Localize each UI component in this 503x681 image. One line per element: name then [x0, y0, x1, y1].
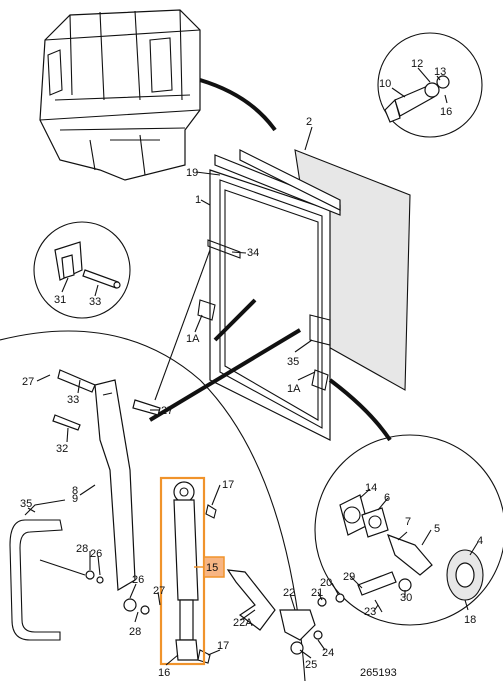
callout-17-top: 17: [222, 479, 234, 491]
callout-13: 13: [434, 66, 446, 78]
callout-33-detail: 33: [89, 296, 101, 308]
callout-14: 14: [365, 482, 377, 494]
callout-16-top: 16: [440, 106, 452, 118]
callout-7: 7: [405, 516, 411, 528]
callout-35-handle: 35: [20, 498, 32, 510]
callout-18: 18: [464, 614, 476, 626]
callout-28-bottom: 28: [129, 626, 141, 638]
callout-26-top: 26: [90, 548, 102, 560]
callout-23: 23: [364, 606, 376, 618]
callout-16-bottom: 16: [158, 667, 170, 679]
arrow-cab-to-door: [199, 78, 277, 132]
callout-12: 12: [411, 58, 423, 70]
bracket-detail-circle: [33, 221, 131, 319]
callout-15-highlighted: 15: [206, 562, 218, 574]
drawing-reference-number: 265193: [360, 667, 397, 679]
callout-1a-top: 1A: [186, 333, 200, 345]
arrow-door-to-arc: [148, 328, 302, 422]
callout-31: 31: [54, 294, 66, 306]
callout-10: 10: [379, 78, 391, 90]
callout-27-left: 27: [22, 376, 34, 388]
callout-29: 29: [343, 571, 355, 583]
callout-30: 30: [400, 592, 412, 604]
callout-1a-bottom: 1A: [287, 383, 301, 395]
callout-26-bottom: 26: [132, 574, 144, 586]
hinge-detail-circle: [314, 434, 503, 626]
callout-25: 25: [305, 659, 317, 671]
bolt-detail-circle: [377, 32, 483, 138]
callout-22a: 22A: [233, 617, 253, 629]
arrow-door-down-2: [154, 249, 211, 401]
arrow-door-to-hinge: [328, 378, 392, 442]
callout-20: 20: [320, 577, 332, 589]
handle-assembly: [9, 369, 161, 641]
callout-33-left: 33: [67, 394, 79, 406]
callout-5: 5: [434, 523, 440, 535]
callout-9: 9: [72, 493, 78, 505]
callout-19: 19: [186, 167, 198, 179]
lower-detail-arc: [0, 330, 306, 681]
callout-35-door: 35: [287, 356, 299, 368]
bracket-22-group: [226, 569, 412, 655]
callout-24: 24: [322, 647, 334, 659]
callout-2: 2: [306, 116, 312, 128]
callout-22: 22: [283, 587, 295, 599]
callout-4: 4: [477, 535, 483, 547]
callout-32: 32: [56, 443, 68, 455]
callout-27-right: 27: [161, 405, 173, 417]
callout-21: 21: [311, 587, 323, 599]
callout-28-top: 28: [76, 543, 88, 555]
cab-illustration: [39, 9, 201, 181]
callout-6: 6: [384, 492, 390, 504]
callout-17-bottom: 17: [217, 640, 229, 652]
arrow-door-down: [213, 298, 257, 342]
callout-8: 8: [72, 485, 78, 497]
callout-1: 1: [195, 194, 201, 206]
gas-strut: [173, 481, 217, 664]
door-panel-group: [197, 149, 411, 441]
callout-34: 34: [247, 247, 259, 259]
callout-27-bottom: 27: [153, 585, 165, 597]
leader-lines: [27, 67, 479, 666]
